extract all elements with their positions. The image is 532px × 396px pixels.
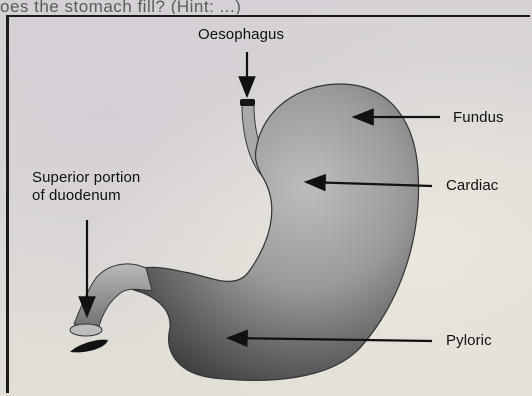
cardiac-label: Cardiac	[446, 176, 498, 195]
superior-portion-label-line1: Superior portion	[32, 168, 140, 187]
fundus-label: Fundus	[453, 108, 504, 127]
oesophagus-label: Oesophagus	[198, 25, 284, 44]
duodenum-cut-end	[70, 340, 108, 353]
superior-portion-label-line2: of duodenum	[32, 186, 121, 205]
pyloric-label: Pyloric	[446, 331, 492, 350]
duodenum	[74, 264, 152, 330]
stomach-body	[125, 84, 418, 380]
oesophagus-opening	[240, 99, 255, 106]
duodenum-opening	[70, 324, 102, 336]
